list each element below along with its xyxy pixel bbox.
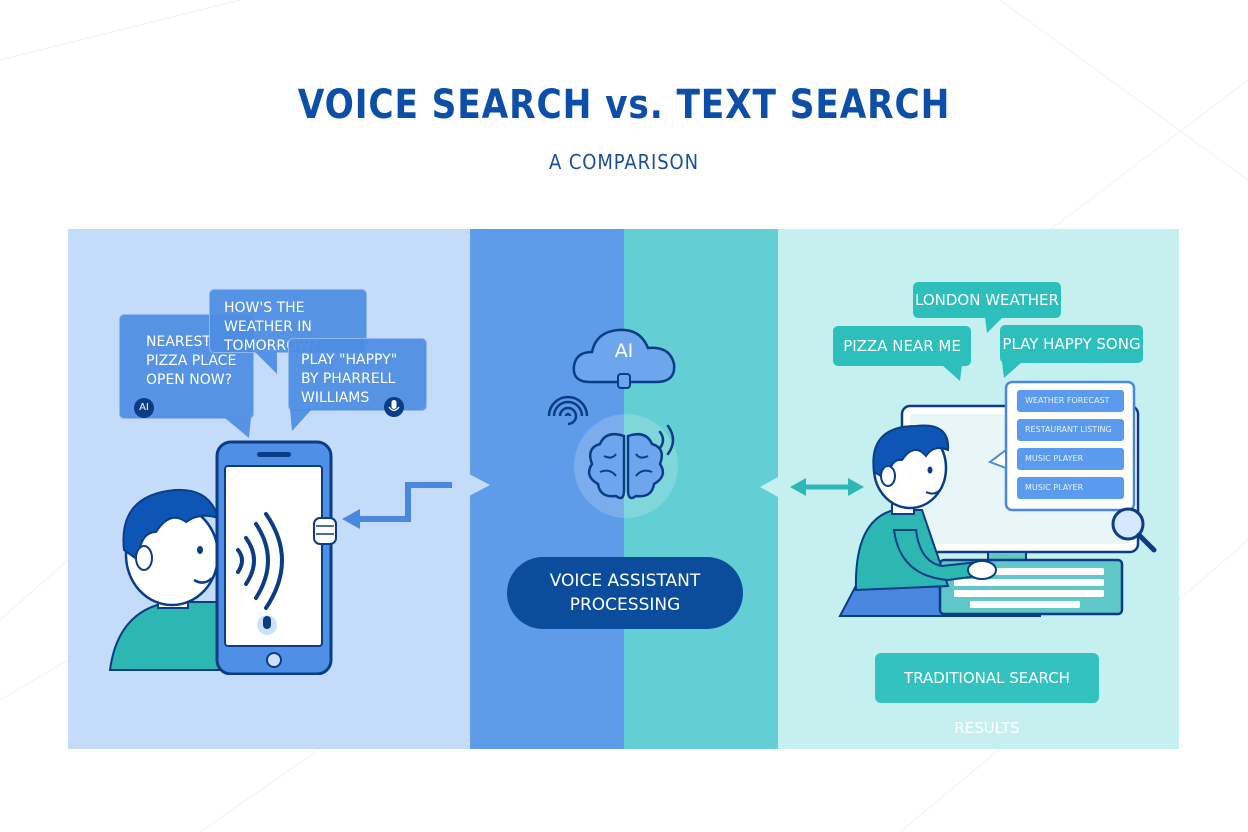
person-at-computer-illustration <box>838 380 1157 617</box>
voice-query-bubble-song: PLAY "HAPPY" BY PHARRELL WILLIAMS <box>288 338 427 411</box>
processing-label-line1: VOICE ASSISTANT <box>549 571 701 591</box>
ai-badge: AI <box>134 398 154 418</box>
search-result-item[interactable]: WEATHER FORECAST <box>1017 390 1124 412</box>
text-query-bubble-song: PLAY HAPPY SONG <box>1000 325 1143 363</box>
bubble-tail <box>290 409 312 431</box>
page-title: VOICE SEARCH vs. TEXT SEARCH <box>297 82 951 128</box>
cloud-ai-label: AI <box>614 340 634 362</box>
microphone-icon <box>384 397 404 417</box>
page-subtitle: A COMPARISON <box>548 150 699 174</box>
traditional-search-results-label: TRADITIONAL SEARCH RESULTS <box>875 653 1099 737</box>
fingerprint-icon <box>547 395 589 426</box>
processing-label-line2: PROCESSING <box>569 595 681 615</box>
voice-query-text: PLAY "HAPPY" BY PHARRELL WILLIAMS <box>301 352 398 406</box>
bubble-tail <box>942 365 962 381</box>
text-query-text: LONDON WEATHER <box>915 291 1059 309</box>
voice-assistant-processing-pill: VOICE ASSISTANT PROCESSING <box>507 557 743 629</box>
text-query-bubble-weather: LONDON WEATHER <box>913 282 1061 318</box>
cloud-ai-icon <box>572 328 676 389</box>
arrow-voice-to-processing <box>342 465 490 529</box>
search-result-item[interactable]: MUSIC PLAYER <box>1017 448 1124 470</box>
bubble-tail <box>225 418 251 438</box>
text-query-bubble-pizza: PIZZA NEAR ME <box>833 326 971 366</box>
bubble-tail <box>255 352 277 374</box>
search-result-item[interactable]: RESTAURANT LISTING <box>1017 419 1124 441</box>
bubble-tail <box>1002 362 1022 378</box>
voice-query-text: NEAREST PIZZA PLACE OPEN NOW? <box>146 334 237 388</box>
search-result-item[interactable]: MUSIC PLAYER <box>1017 477 1124 499</box>
arrow-text-to-processing <box>760 466 864 508</box>
text-query-text: PLAY HAPPY SONG <box>1002 335 1141 353</box>
text-query-text: PIZZA NEAR ME <box>843 337 961 355</box>
bubble-tail <box>985 317 1003 333</box>
voice-query-bubble-pizza: NEAREST PIZZA PLACE OPEN NOW? <box>119 314 254 419</box>
brain-icon <box>574 414 678 518</box>
person-with-phone-illustration <box>108 440 337 675</box>
